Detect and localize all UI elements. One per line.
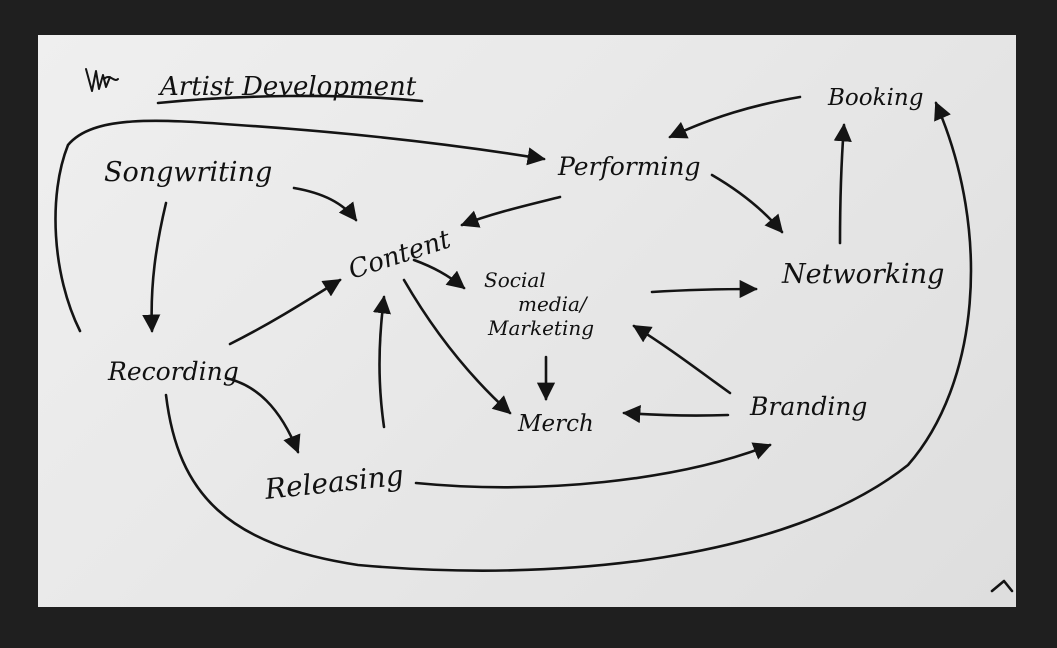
node-performing: Performing bbox=[557, 152, 701, 181]
diagram-canvas: Artist Development Songwriting Recording… bbox=[54, 68, 1014, 593]
node-branding: Branding bbox=[749, 392, 867, 421]
paper-sheet: Artist Development Songwriting Recording… bbox=[38, 35, 1016, 607]
arrow-recording-releasing bbox=[224, 376, 301, 454]
node-songwriting: Songwriting bbox=[104, 157, 272, 188]
node-merch: Merch bbox=[517, 411, 594, 437]
arrow-performing-content bbox=[460, 195, 562, 228]
node-releasing: Releasing bbox=[262, 459, 405, 506]
arrow-performing-networking bbox=[710, 173, 784, 234]
corner-scribble bbox=[990, 579, 1014, 593]
node-booking: Booking bbox=[827, 85, 923, 111]
node-recording: Recording bbox=[107, 357, 239, 386]
title-scribble bbox=[85, 68, 119, 92]
arrow-songwriting-content bbox=[292, 186, 358, 222]
node-content: Content bbox=[345, 224, 455, 285]
node-social-media-line1: Social bbox=[484, 268, 546, 292]
arrow-content-merch bbox=[402, 278, 512, 415]
node-social-media-line2: media/ bbox=[518, 292, 589, 316]
arrow-recording-performing bbox=[54, 119, 546, 333]
arrow-socialmedia-networking bbox=[650, 279, 758, 299]
arrow-releasing-content bbox=[372, 295, 391, 429]
node-networking: Networking bbox=[781, 259, 944, 290]
arrow-recording-booking bbox=[164, 101, 973, 572]
title-underline bbox=[156, 94, 424, 105]
arrow-booking-performing bbox=[668, 95, 802, 139]
arrow-networking-booking bbox=[833, 123, 852, 245]
node-social-media-line3: Marketing bbox=[487, 316, 594, 340]
arrow-branding-socialmedia bbox=[632, 324, 732, 395]
arrow-releasing-branding bbox=[414, 442, 772, 489]
arrow-branding-merch bbox=[622, 405, 730, 424]
arrow-recording-content bbox=[228, 278, 342, 346]
arrow-content-socialmedia bbox=[412, 258, 466, 290]
arrow-songwriting-recording bbox=[142, 201, 168, 333]
